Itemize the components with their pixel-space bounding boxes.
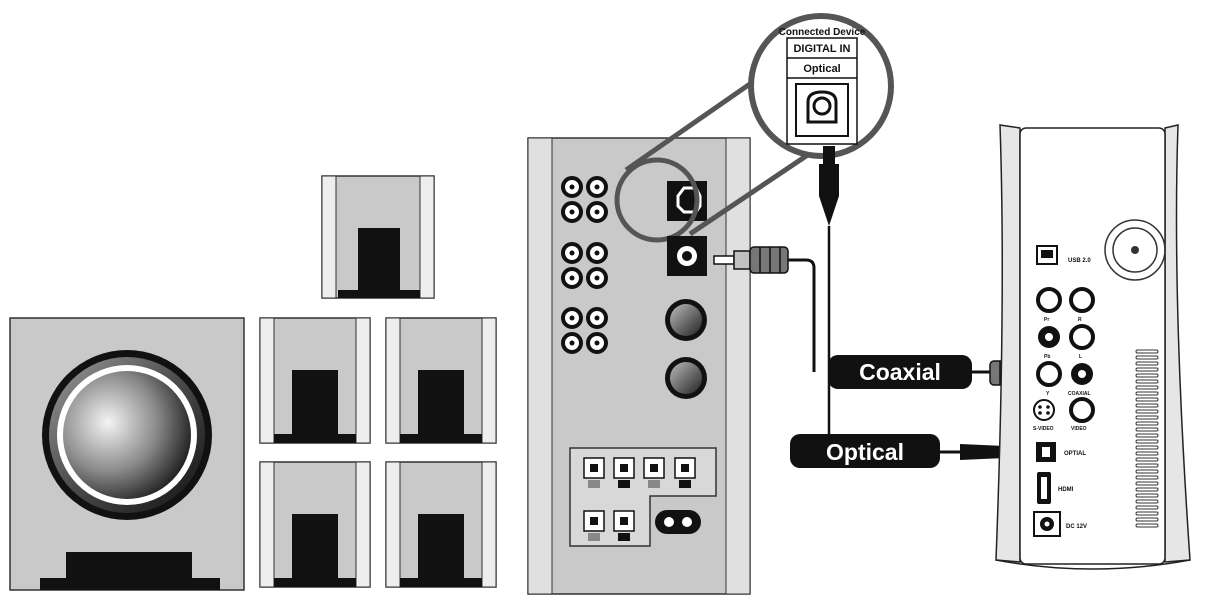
vent-slot [1135,373,1159,378]
vent-slot [1135,379,1159,384]
front-left-speaker [259,317,371,444]
vent-slot [1135,439,1159,444]
woofer-cone [63,371,191,499]
connected-device-callout: Connected Device DIGITAL IN Optical [624,13,894,237]
vent-slot [1135,481,1159,486]
center-speaker [321,175,435,299]
pr-label: Pr [1044,317,1049,323]
subwoofer [9,317,245,591]
coaxial-label-text: Coaxial [859,359,941,385]
vent-slot [1135,355,1159,360]
speaker-terminals [583,457,696,541]
vent-slot [1135,445,1159,450]
vent-slot [1135,427,1159,432]
pb-label: Pb [1044,354,1050,360]
y-jack [1036,361,1062,387]
coaxial-port-label: COAXIAL [1068,391,1091,397]
fan-vent [1104,219,1166,281]
video-label: VIDEO [1071,426,1087,432]
callout-port-subtitle: Optical [803,63,840,75]
callout-ring-small [614,157,700,243]
coaxial-label: Coaxial [828,355,972,389]
optical-socket-icon [806,90,838,124]
vent-slot [1135,469,1159,474]
player-right-stand [1164,124,1191,563]
usb-label: USB 2.0 [1068,258,1091,264]
optical-port-label: OPTIAL [1064,451,1086,457]
optical-port-icon [676,186,702,214]
player-left-stand [995,124,1021,563]
vent-slot [1135,385,1159,390]
optical-cable [819,146,1030,460]
vent-slot [1135,421,1159,426]
media-player: USB 2.0 Pr R Pb L Y COAXIAL S-VIDEO VIDE… [995,124,1191,570]
pr-jack [1036,287,1062,313]
vent-slot [1135,511,1159,516]
vent-slot [1135,391,1159,396]
vent-slot [1135,403,1159,408]
l-jack [1069,324,1095,350]
s-video-label: S-VIDEO [1033,426,1054,432]
vent-slot [1135,505,1159,510]
r-label: R [1078,317,1082,323]
vent-slot [1135,409,1159,414]
vent-slot [1135,499,1159,504]
vent-slot [1135,349,1159,354]
vent-slot [1135,361,1159,366]
hdmi-label: HDMI [1058,487,1074,493]
vent-slot [1135,451,1159,456]
optical-label-text: Optical [826,439,904,465]
vent-slot [1135,433,1159,438]
callout-port-title: DIGITAL IN [793,43,850,55]
vent-slot [1135,487,1159,492]
rear-right-speaker [385,461,497,588]
vent-slot [1135,397,1159,402]
vent-slot [1135,367,1159,372]
front-right-speaker [385,317,497,444]
l-label: L [1079,354,1082,360]
s-video-jack [1033,399,1055,421]
power-socket [655,510,701,534]
amplifier-panel [527,137,751,595]
y-label: Y [1046,391,1050,397]
vent-slot [1135,457,1159,462]
callout-header: Connected Device [779,27,866,38]
dc-label: DC 12V [1066,524,1087,530]
rear-left-speaker [259,461,371,588]
vent-slot [1135,463,1159,468]
satellite-speakers [259,175,497,588]
optical-label: Optical [790,434,940,468]
vent-slot [1135,523,1159,528]
video-jack [1069,397,1095,423]
vent-slot [1135,475,1159,480]
side-vent-slots [1135,349,1159,528]
vent-slot [1135,493,1159,498]
vent-slot [1135,415,1159,420]
rca-jack-grid [561,176,608,354]
r-jack [1069,287,1095,313]
vent-slot [1135,517,1159,522]
